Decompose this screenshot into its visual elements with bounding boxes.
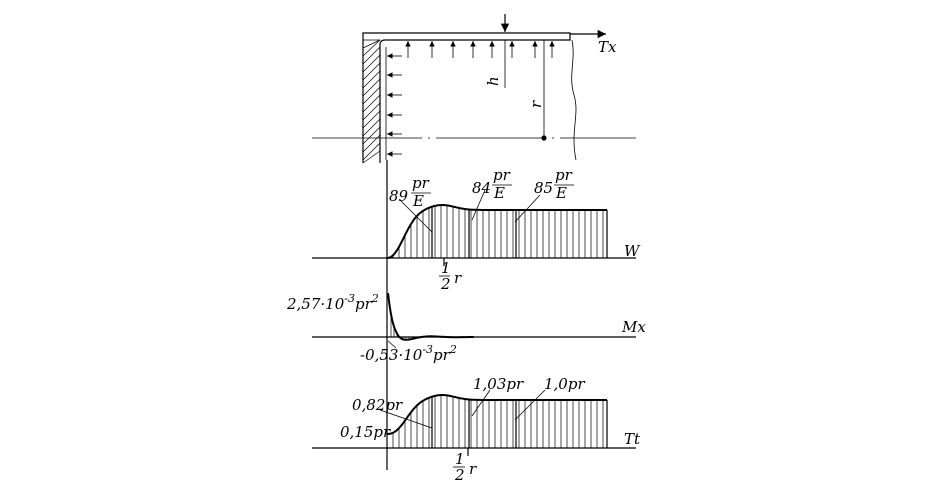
w-coef-85: 85 <box>534 179 553 197</box>
pressure-arrows-side <box>387 53 402 157</box>
tx-label: Tx <box>598 38 617 56</box>
mx-diagram: 2,57·10-3pr2 -0,53·10-3pr2 Mx <box>286 292 646 364</box>
wall-hatch-line <box>362 86 381 105</box>
w-leader-84 <box>471 189 486 221</box>
center-point <box>541 135 547 141</box>
w-leader-85 <box>514 194 541 223</box>
wall-outline <box>362 32 571 163</box>
tt-label: Tt <box>624 430 641 448</box>
mx-bottom-exp: -3 <box>422 343 433 356</box>
w-leader-89 <box>399 199 433 233</box>
wall-hatch-line <box>362 110 381 129</box>
mx-label: Mx <box>621 318 646 336</box>
w-coef-84: 84 <box>472 179 491 197</box>
mx-bottom-sq: 2 <box>449 343 457 356</box>
wall-hatch-line <box>362 78 381 97</box>
r-label: r <box>527 100 545 108</box>
mx-bottom-value: -0,53·10-3pr2 <box>360 343 457 364</box>
tt-half-den: 2 <box>454 466 465 484</box>
wall-hatch-line <box>362 70 381 89</box>
tt-value-10: 1,0pr <box>544 375 585 393</box>
tt-value-082: 0,82pr <box>352 396 403 414</box>
wall-hatch-line <box>362 39 381 49</box>
w-num-89: pr <box>412 174 430 192</box>
w-diagram: 89 pr E 84 pr E 85 pr E W 1 2 r <box>312 166 641 293</box>
wall-hatch-line <box>362 46 381 65</box>
wall-hatch-line <box>362 142 381 161</box>
mx-leader-bottom <box>387 340 397 349</box>
wall-hatch-line <box>362 54 381 73</box>
wall-hatch-line <box>362 118 381 137</box>
mx-top-value: 2,57·10-3pr2 <box>286 292 379 313</box>
mx-top-tail: pr <box>355 295 373 313</box>
w-half-den: 2 <box>440 275 451 293</box>
mx-top-sq: 2 <box>371 292 379 305</box>
wall-hatch-line <box>362 102 381 121</box>
w-num-85: pr <box>555 166 573 184</box>
w-den-89: E <box>412 192 424 210</box>
tt-leader-103 <box>471 389 491 417</box>
tt-diagram: 0,15pr 0,82pr 1,03pr 1,0pr Tt 1 2 r <box>312 375 641 484</box>
wall-hatch-line <box>362 134 381 153</box>
tt-half-num: 1 <box>455 450 465 468</box>
wall-hatch-line <box>362 39 381 57</box>
wall-hatch-line <box>362 62 381 81</box>
mx-label-text: Mx <box>621 318 646 336</box>
tt-leader-10 <box>514 389 546 421</box>
shell-sketch: Tx h r <box>312 14 636 164</box>
tt-leader-082 <box>379 409 433 429</box>
w-den-85: E <box>555 184 567 202</box>
tt-curve <box>387 394 607 435</box>
w-curve <box>386 204 607 259</box>
mx-top-main: 2,57·10 <box>286 295 345 313</box>
wall-hatch-line <box>362 94 381 113</box>
mx-curve <box>387 292 474 341</box>
w-hatching <box>392 205 604 258</box>
tt-value-103: 1,03pr <box>473 375 524 393</box>
tt-half-r: r <box>469 460 477 478</box>
w-half-r: r <box>454 269 462 287</box>
w-den-84: E <box>493 184 505 202</box>
pressure-arrows-top <box>405 41 555 58</box>
w-half-num: 1 <box>441 259 451 277</box>
wall-hatch-line <box>362 126 381 145</box>
tt-hatching <box>392 395 604 448</box>
w-num-84: pr <box>493 166 511 184</box>
break-line <box>571 39 577 161</box>
mx-bottom-tail: pr <box>433 346 451 364</box>
h-label: h <box>484 76 502 86</box>
wall-hatching <box>362 39 381 164</box>
w-label: W <box>624 242 641 260</box>
mx-top-exp: -3 <box>344 292 355 305</box>
mx-bottom-main: -0,53·10 <box>360 346 423 364</box>
tt-value-015: 0,15pr <box>340 423 391 441</box>
w-coef-89: 89 <box>389 187 409 205</box>
wall-hatch-line <box>362 150 381 164</box>
